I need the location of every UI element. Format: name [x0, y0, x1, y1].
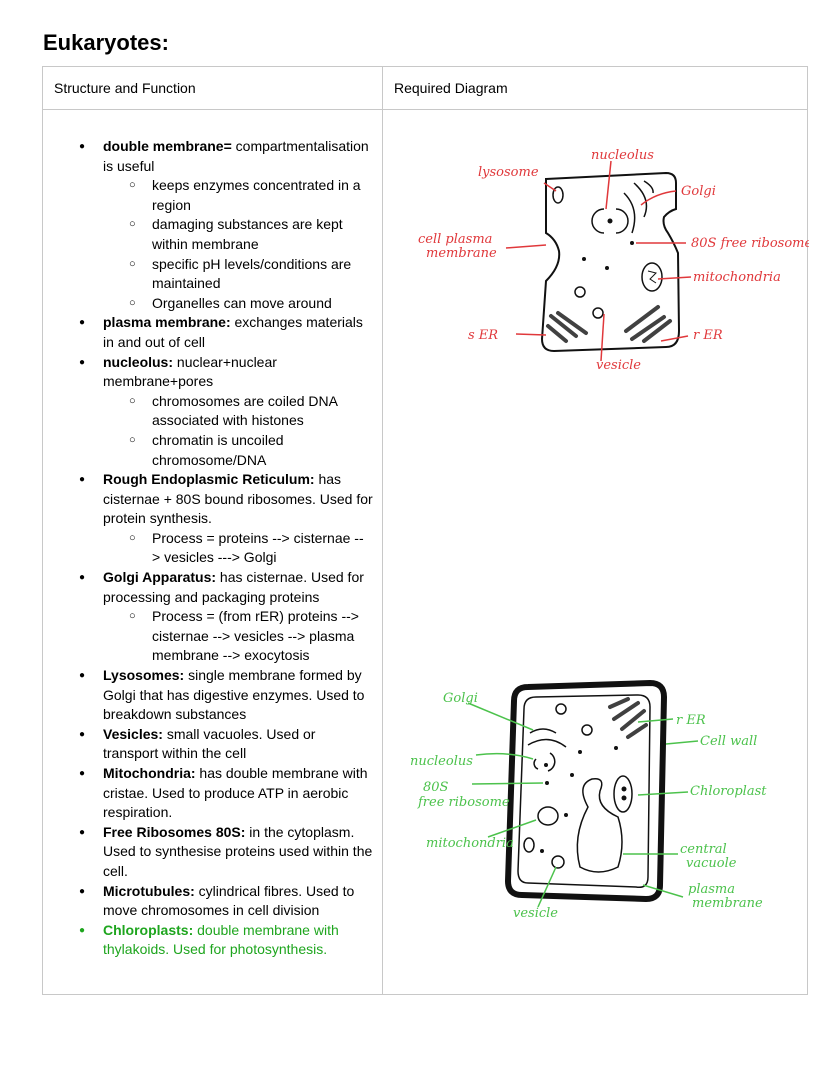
term: Free Ribosomes 80S: [103, 823, 246, 840]
definition: exchanges materials in and out of cell [103, 314, 363, 350]
term: nucleolus: [103, 353, 174, 370]
structure-function-list: double membrane= compartmentalisation is… [43, 137, 382, 960]
diagram-label: lysosome [478, 165, 539, 180]
term: double membrane= [103, 138, 232, 154]
plant-cell-wall [504, 679, 668, 903]
diagram-label: 80S free ribosome [691, 236, 809, 251]
term: Lysosomes: [103, 667, 185, 684]
term: Mitochondria: [103, 765, 196, 781]
diagram-label: nucleolus [591, 148, 654, 163]
diagram-label: plasma [688, 882, 735, 897]
diagram-label: 80S [423, 780, 449, 795]
term: Golgi Apparatus: [103, 569, 217, 586]
diagram-label: mitochondria [426, 836, 514, 851]
list-item: Free Ribosomes 80S: in the cytoplasm. Us… [43, 823, 382, 882]
sub-list-item: Process = proteins --> cisternae --> ves… [43, 529, 382, 568]
diagram-label: Golgi [681, 184, 716, 199]
definition: small vacuoles. Used or transport within… [103, 725, 316, 762]
diagram-label: vesicle [513, 906, 558, 921]
definition: has cisternae. Used for processing and p… [103, 569, 364, 605]
sub-list-item: chromosomes are coiled DNA associated wi… [43, 392, 382, 431]
definition: nuclear+nuclear membrane+pores [103, 353, 277, 390]
diagram-label: nucleolus [410, 754, 473, 769]
diagram-label: s ER [468, 328, 498, 343]
diagram-label: vesicle [596, 358, 641, 371]
definition: compartmentalisation is useful [103, 138, 369, 174]
animal-cell-outline [540, 171, 681, 353]
term: Chloroplasts: [103, 921, 194, 938]
header-structure-function: Structure and Function [54, 80, 196, 96]
diagram-label: membrane [426, 246, 497, 261]
header-divider [43, 109, 807, 110]
list-item: Lysosomes: single membrane formed by Gol… [43, 666, 382, 725]
diagram-label: r ER [676, 713, 706, 728]
list-item: nucleolus: nuclear+nuclear membrane+pore… [43, 353, 382, 392]
animal-cell-diagram: nucleolus lysosome Golgi cell plasma mem… [418, 148, 809, 371]
term: Rough Endoplasmic Reticulum: [103, 471, 315, 488]
list-item: Vesicles: small vacuoles. Used or transp… [43, 725, 382, 764]
term: Vesicles: [103, 725, 163, 742]
diagram-label: Cell wall [700, 734, 757, 749]
sub-list-item: damaging substances are kept within memb… [43, 215, 382, 254]
definition: has double membrane with cristae. Used t… [103, 765, 368, 821]
diagram-label: mitochondria [693, 270, 781, 285]
sub-list-item: keeps enzymes concentrated in a region [43, 176, 382, 215]
list-item: Mitochondria: has double membrane with c… [43, 764, 382, 823]
list-item: double membrane= compartmentalisation is… [43, 137, 382, 176]
sub-list-item: chromatin is uncoiled chromosome/DNA [43, 431, 382, 470]
column-divider [382, 67, 383, 994]
diagram-label: vacuole [686, 856, 737, 871]
list-item: Golgi Apparatus: has cisternae. Used for… [43, 568, 382, 607]
list-item: plasma membrane: exchanges materials in … [43, 313, 382, 352]
definition: in the cytoplasm. Used to synthesise pro… [103, 823, 373, 879]
definition: double membrane with thylakoids. Used fo… [103, 921, 339, 958]
page-title: Eukaryotes: [43, 30, 169, 55]
term: plasma membrane: [103, 314, 231, 331]
diagram-label: central [680, 842, 727, 857]
diagram-label: cell plasma [418, 232, 492, 247]
eukaryotes-table: Structure and Function Required Diagram … [42, 66, 809, 995]
diagram-label: membrane [692, 896, 763, 911]
term: Microtubules: [103, 882, 195, 899]
plant-cell-diagram: Golgi r ER Cell wall nucleolus 80S free … [410, 679, 767, 921]
list-item: Rough Endoplasmic Reticulum: has cistern… [43, 470, 382, 529]
definition: cylindrical fibres. Used to move chromos… [103, 882, 355, 919]
list-item: Chloroplasts: double membrane with thyla… [43, 921, 382, 960]
diagram-label: Golgi [443, 691, 478, 706]
diagram-label: r ER [693, 328, 723, 343]
list-item: Microtubules: cylindrical fibres. Used t… [43, 882, 382, 921]
diagram-label: free ribosome [417, 795, 510, 810]
sub-list-item: Process = (from rER) proteins --> cister… [43, 607, 382, 666]
diagram-label: Chloroplast [690, 784, 767, 799]
sub-list-item: Organelles can move around [43, 294, 382, 314]
definition: single membrane formed by Golgi that has… [103, 667, 365, 723]
header-required-diagram: Required Diagram [394, 80, 508, 96]
sub-list-item: specific pH levels/conditions are mainta… [43, 255, 382, 294]
definition: has cisternae + 80S bound ribosomes. Use… [103, 471, 373, 527]
